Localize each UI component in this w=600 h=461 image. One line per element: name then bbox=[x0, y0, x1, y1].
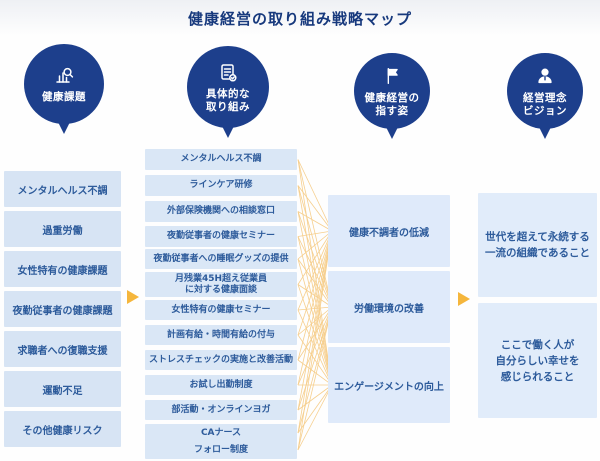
initiative-item: 女性特有の健康セミナー bbox=[145, 300, 297, 320]
health-issue-item: 女性特有の健康課題 bbox=[4, 251, 121, 287]
badge-label: 経営理念 ビジョン bbox=[523, 91, 567, 117]
top-fade-decoration bbox=[0, 0, 600, 36]
badge-label: 健康経営の 指す姿 bbox=[364, 91, 420, 117]
health-issue-item: その他健康リスク bbox=[4, 411, 121, 447]
vision-item: ここで働く人が 自分らしい幸せを 感じられること bbox=[478, 303, 597, 418]
initiative-item: 夜勤従事者への睡眠グッズの提供 bbox=[145, 249, 297, 269]
initiative-item: 夜勤従事者の健康セミナー bbox=[145, 226, 297, 247]
flag-icon bbox=[381, 65, 403, 89]
arrow-right-icon bbox=[458, 292, 470, 306]
initiative-item: 部活動・オンラインヨガ bbox=[145, 400, 297, 420]
health-issue-item: 求職者への復職支援 bbox=[4, 331, 121, 367]
person-icon bbox=[534, 65, 556, 89]
bar-chart-search-icon bbox=[52, 64, 76, 88]
initiative-item: ラインケア研修 bbox=[145, 175, 297, 196]
arrow-right-icon bbox=[127, 290, 139, 304]
initiative-item: CAナース bbox=[145, 424, 297, 442]
badge-health-issues: 健康課題 bbox=[24, 44, 104, 124]
health-issue-item: 夜勤従事者の健康課題 bbox=[4, 291, 121, 327]
vision-item: 世代を超えて永続する 一流の組織であること bbox=[478, 193, 597, 297]
page-title: 健康経営の取り組み戦略マップ bbox=[187, 10, 412, 28]
health-issue-item: 過重労働 bbox=[4, 211, 121, 247]
initiative-item: お試し出勤制度 bbox=[145, 375, 297, 395]
initiative-item: メンタルヘルス不調 bbox=[145, 149, 297, 170]
initiative-item: フォロー制度 bbox=[145, 441, 297, 459]
initiative-item: 外部保険機関への相談窓口 bbox=[145, 201, 297, 222]
document-check-icon bbox=[216, 61, 240, 85]
health-issue-item: メンタルヘルス不調 bbox=[4, 171, 121, 207]
badge-initiatives: 具体的な 取り組み bbox=[187, 46, 269, 128]
target-item: 健康不調者の低減 bbox=[328, 195, 450, 267]
badge-vision: 経営理念 ビジョン bbox=[507, 53, 583, 129]
target-item: 労働環境の改善 bbox=[328, 271, 450, 343]
badge-target-state: 健康経営の 指す姿 bbox=[354, 53, 430, 129]
target-item: エンゲージメントの向上 bbox=[328, 347, 450, 423]
initiative-item: 月残業45H超え従業員 に対する健康面談 bbox=[145, 272, 297, 297]
health-issue-item: 運動不足 bbox=[4, 371, 121, 407]
initiative-item: 計画有給・時間有給の付与 bbox=[145, 325, 297, 345]
initiative-item: ストレスチェックの実施と改善活動 bbox=[145, 350, 297, 370]
badge-label: 具体的な 取り組み bbox=[206, 87, 250, 113]
badge-label: 健康課題 bbox=[42, 91, 86, 103]
